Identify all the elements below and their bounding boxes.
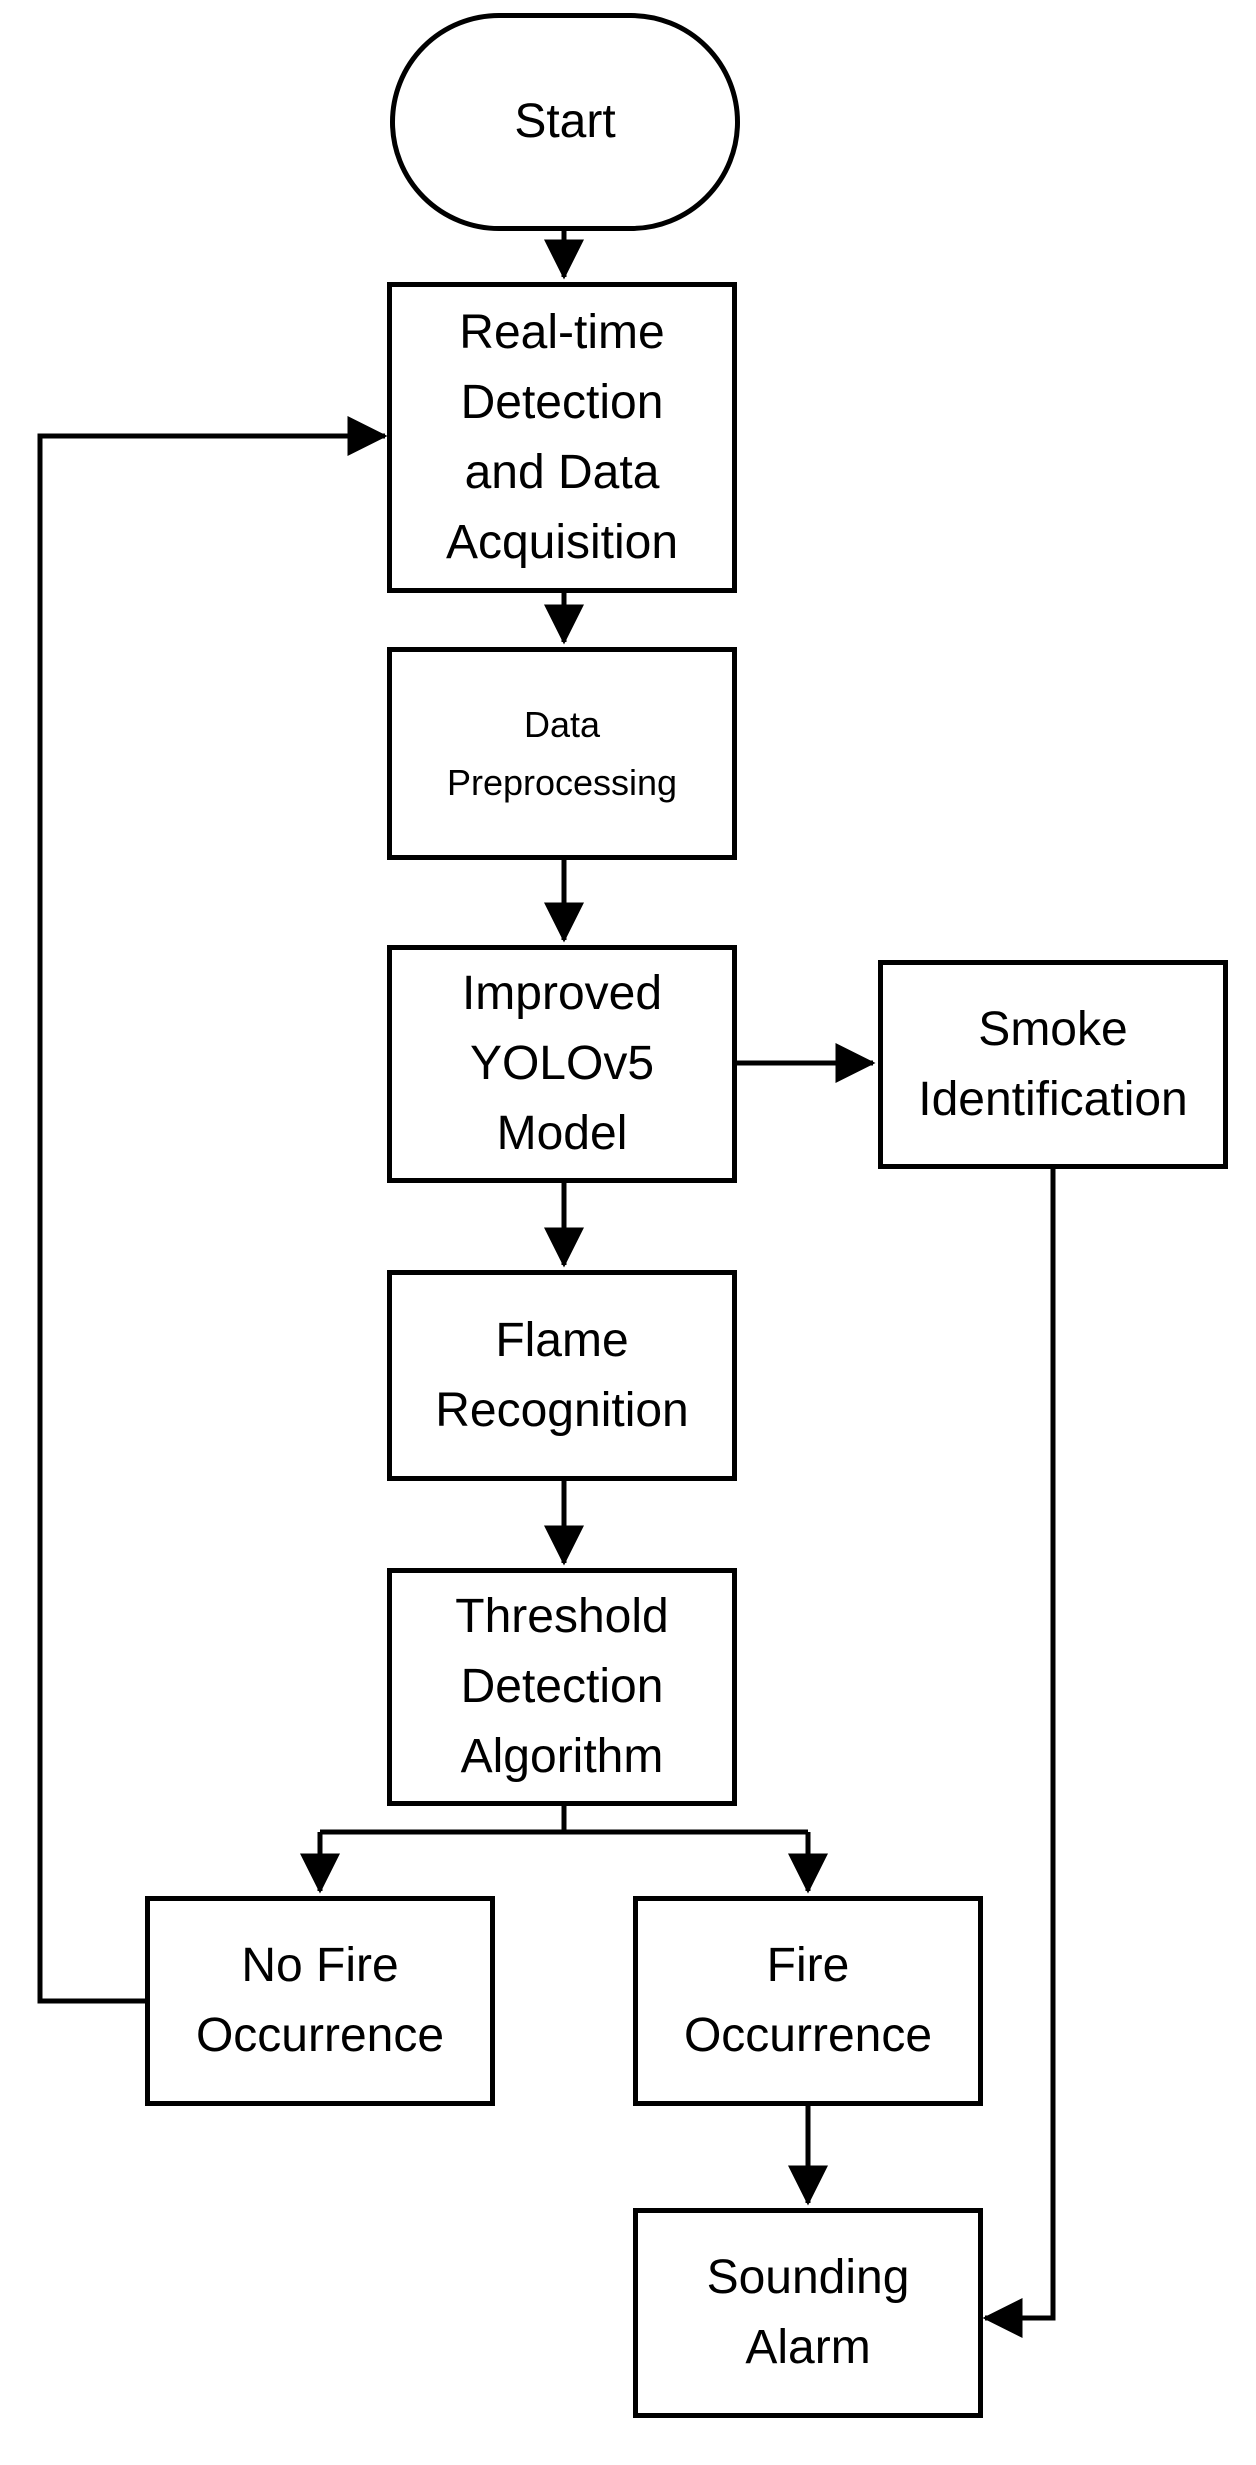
start-terminal: Start [390, 13, 740, 231]
fire-label-line1: Fire [766, 1939, 850, 1992]
acquire-label-line2: Detection [460, 375, 664, 429]
threshold-label-line1: Threshold [455, 1590, 669, 1643]
nofire-process-box: No Fire Occurrence [145, 1896, 495, 2106]
fire-label-line2: Occurrence [683, 2009, 933, 2062]
nofire-label-line2: Occurrence [195, 2009, 445, 2062]
acquire-process-box: Real-time Detection and Data Acquisition [387, 282, 737, 593]
nofire-label-line1: No Fire [241, 1939, 399, 1992]
preprocess-process-box: Data Preprocessing [387, 647, 737, 860]
smoke-label-line2: Identification [918, 1072, 1188, 1126]
threshold-process-box: Threshold Detection Algorithm [387, 1568, 737, 1806]
smoke-process-box: Smoke Identification [878, 960, 1228, 1169]
preprocess-label-line1: Data [523, 703, 601, 745]
alarm-process-box: Sounding Alarm [633, 2208, 983, 2418]
model-label-line2: YOLOv5 [469, 1037, 655, 1090]
acquire-label-line4: Acquisition [445, 515, 679, 569]
model-label-line3: Model [496, 1107, 628, 1160]
arrow-smoke-to-alarm [982, 1166, 1056, 2338]
threshold-label-line3: Algorithm [460, 1730, 664, 1783]
alarm-label-line1: Sounding [706, 2251, 910, 2304]
model-label-line1: Improved [461, 967, 663, 1020]
flame-label-line1: Flame [495, 1313, 629, 1367]
fire-process-box: Fire Occurrence [633, 1896, 983, 2106]
acquire-label-line3: and Data [464, 445, 660, 499]
alarm-label-line2: Alarm [745, 2321, 871, 2374]
acquire-label-line1: Real-time [459, 305, 665, 359]
model-process-box: Improved YOLOv5 Model [387, 945, 737, 1183]
smoke-label-line1: Smoke [978, 1002, 1128, 1056]
flame-process-box: Flame Recognition [387, 1270, 737, 1481]
flame-label-line2: Recognition [435, 1383, 689, 1437]
start-label: Start [514, 95, 616, 148]
threshold-label-line2: Detection [460, 1660, 664, 1713]
preprocess-label-line2: Preprocessing [446, 761, 678, 803]
arrow-nofire-loop-to-acquire [37, 416, 388, 2004]
